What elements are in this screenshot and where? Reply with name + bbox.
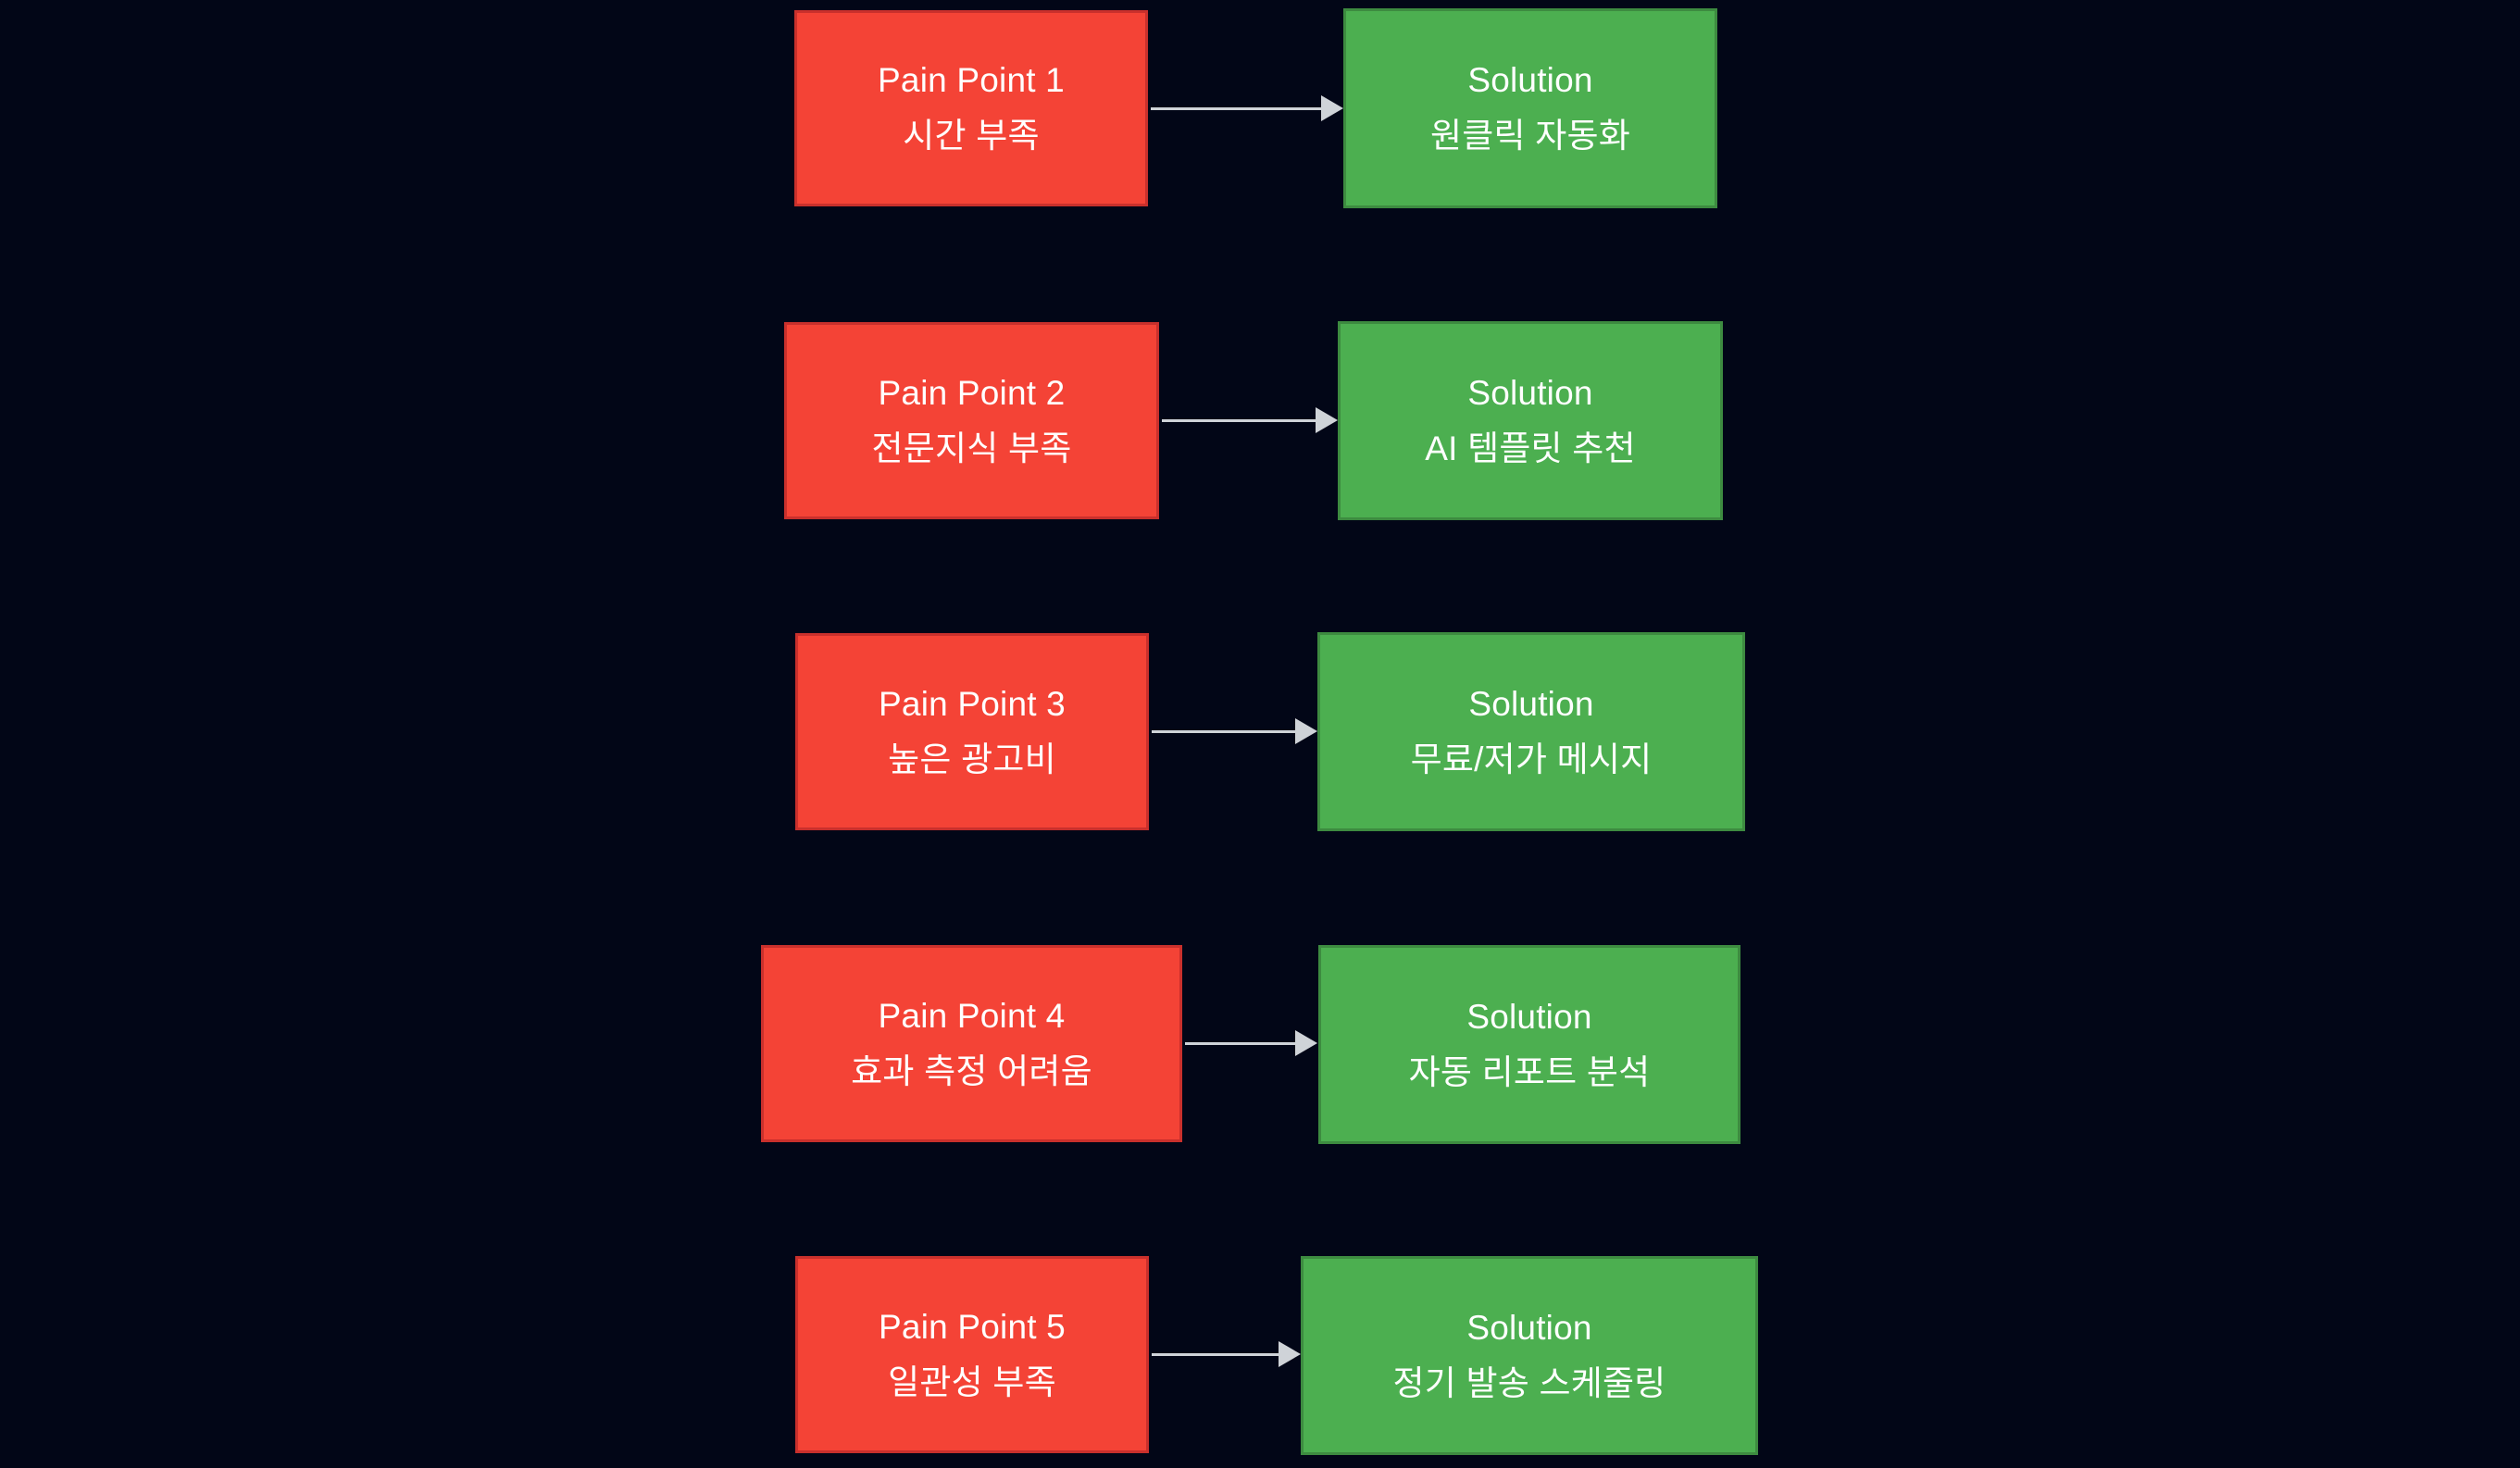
- solution-title-4: Solution: [1466, 997, 1592, 1036]
- solution-node-5[interactable]: Solution 정기 발송 스케줄링: [1301, 1256, 1758, 1455]
- solution-detail-4: 자동 리포트 분석: [1408, 1052, 1651, 1091]
- pain-point-title-1: Pain Point 1: [878, 61, 1065, 100]
- pain-point-node-2[interactable]: Pain Point 2 전문지식 부족: [784, 322, 1159, 519]
- arrow-right-icon-2: [1162, 407, 1338, 433]
- arrow-shaft-4: [1185, 1041, 1295, 1045]
- solution-title-5: Solution: [1466, 1308, 1592, 1347]
- arrow-right-icon-3: [1152, 718, 1317, 744]
- solution-node-1[interactable]: Solution 원클릭 자동화: [1343, 8, 1717, 208]
- solution-title-1: Solution: [1467, 61, 1593, 100]
- arrow-right-icon-4: [1185, 1030, 1317, 1056]
- pain-point-node-1[interactable]: Pain Point 1 시간 부족: [794, 10, 1148, 206]
- arrow-shaft-2: [1162, 418, 1316, 422]
- arrow-right-icon-5: [1152, 1341, 1301, 1367]
- arrow-shaft-5: [1152, 1352, 1279, 1356]
- pain-point-node-3[interactable]: Pain Point 3 높은 광고비: [795, 633, 1149, 830]
- solution-node-3[interactable]: Solution 무료/저가 메시지: [1317, 632, 1745, 831]
- arrow-head-4: [1295, 1030, 1317, 1056]
- arrow-shaft-3: [1152, 729, 1295, 733]
- arrow-head-2: [1316, 407, 1338, 433]
- pain-point-title-4: Pain Point 4: [878, 996, 1066, 1035]
- pain-point-title-5: Pain Point 5: [879, 1307, 1066, 1346]
- arrow-right-icon-1: [1151, 95, 1343, 121]
- pain-point-detail-4: 효과 측정 어려움: [851, 1051, 1092, 1090]
- pain-point-detail-3: 높은 광고비: [888, 740, 1056, 778]
- pain-point-detail-2: 전문지식 부족: [871, 429, 1072, 467]
- arrow-head-3: [1295, 718, 1317, 744]
- solution-detail-3: 무료/저가 메시지: [1410, 740, 1653, 778]
- solution-node-4[interactable]: Solution 자동 리포트 분석: [1318, 945, 1740, 1144]
- solution-title-3: Solution: [1468, 684, 1594, 723]
- solution-node-2[interactable]: Solution AI 템플릿 추천: [1338, 321, 1723, 520]
- solution-detail-2: AI 템플릿 추천: [1425, 429, 1636, 467]
- pain-point-detail-5: 일관성 부족: [888, 1362, 1056, 1401]
- pain-point-title-2: Pain Point 2: [878, 373, 1066, 412]
- pain-point-node-5[interactable]: Pain Point 5 일관성 부족: [795, 1256, 1149, 1453]
- solution-title-2: Solution: [1467, 373, 1593, 412]
- arrow-shaft-1: [1151, 106, 1321, 110]
- arrow-head-5: [1279, 1341, 1301, 1367]
- solution-detail-1: 원클릭 자동화: [1430, 117, 1630, 155]
- arrow-head-1: [1321, 95, 1343, 121]
- pain-point-detail-1: 시간 부족: [903, 117, 1040, 155]
- solution-detail-5: 정기 발송 스케줄링: [1392, 1363, 1666, 1402]
- pain-point-title-3: Pain Point 3: [879, 684, 1066, 723]
- pain-point-node-4[interactable]: Pain Point 4 효과 측정 어려움: [761, 945, 1182, 1142]
